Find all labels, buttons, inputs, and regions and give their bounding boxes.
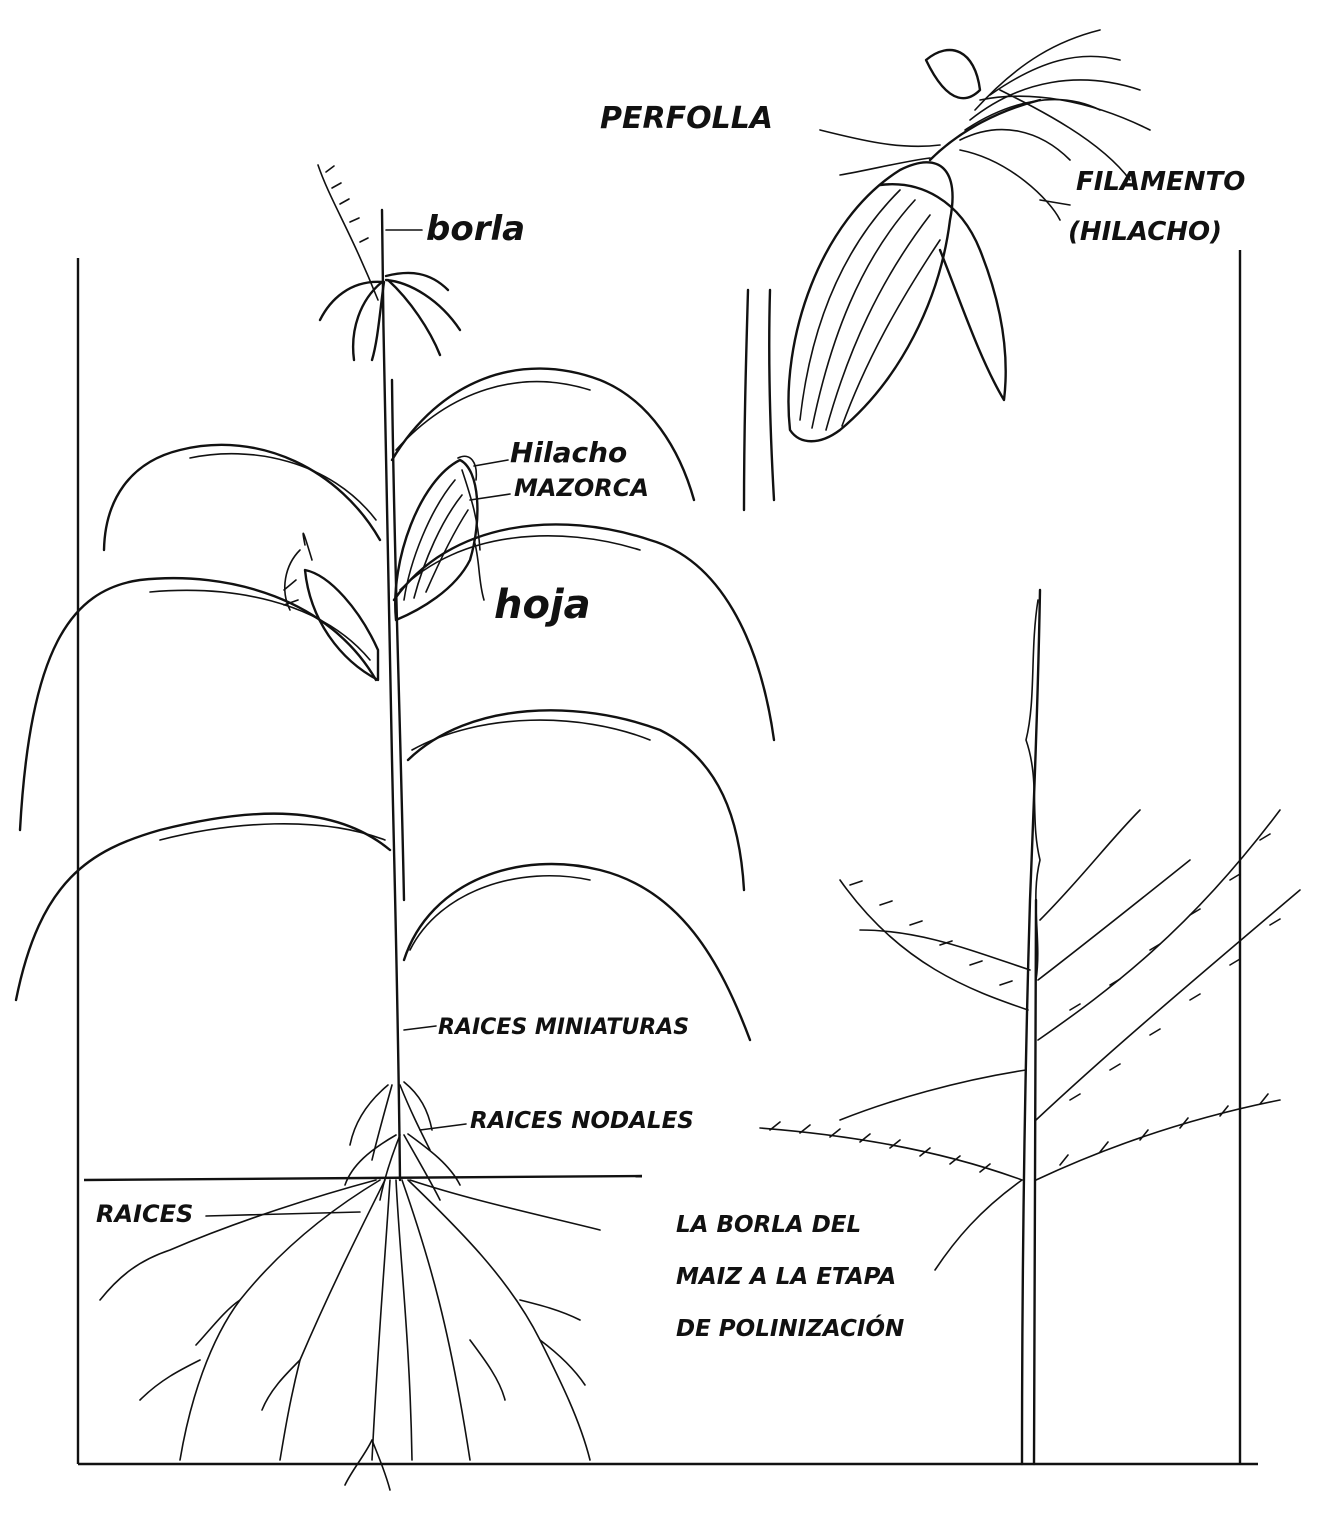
leader-lines: [206, 230, 510, 1216]
label-hoja: hoja: [494, 582, 591, 628]
label-tassel-caption-1: LA BORLA DEL: [676, 1212, 861, 1238]
label-tassel-caption-2: MAIZ A LA ETAPA: [676, 1264, 896, 1290]
soil-line: [84, 1176, 642, 1180]
label-hilacho-paren: (HILACHO): [1068, 217, 1222, 247]
ear-detail: [744, 30, 1150, 510]
leaf: [404, 864, 750, 1040]
label-filamento: FILAMENTO: [1076, 167, 1245, 197]
top-tassel: [318, 165, 460, 360]
leaf: [20, 578, 376, 830]
leaf: [408, 710, 744, 890]
corn-plant: [16, 165, 774, 1490]
label-tassel-caption-3: DE POLINIZACIÓN: [676, 1314, 904, 1342]
stalk: [382, 210, 400, 1180]
label-raices-miniaturas: RAICES MINIATURAS: [438, 1015, 689, 1040]
label-hilacho: Hilacho: [510, 436, 627, 469]
labels: PERFOLLA FILAMENTO (HILACHO) borla Hilac…: [96, 101, 1245, 1342]
leaf: [16, 814, 390, 1000]
ear-upper: [395, 456, 480, 620]
leaf: [394, 524, 774, 740]
label-raices: RAICES: [96, 1200, 193, 1228]
label-raices-nodales: RAICES NODALES: [470, 1108, 694, 1134]
label-mazorca: MAZORCA: [514, 474, 649, 502]
label-borla: borla: [426, 209, 525, 249]
leaf: [104, 445, 380, 550]
label-perfolla: PERFOLLA: [600, 101, 773, 136]
